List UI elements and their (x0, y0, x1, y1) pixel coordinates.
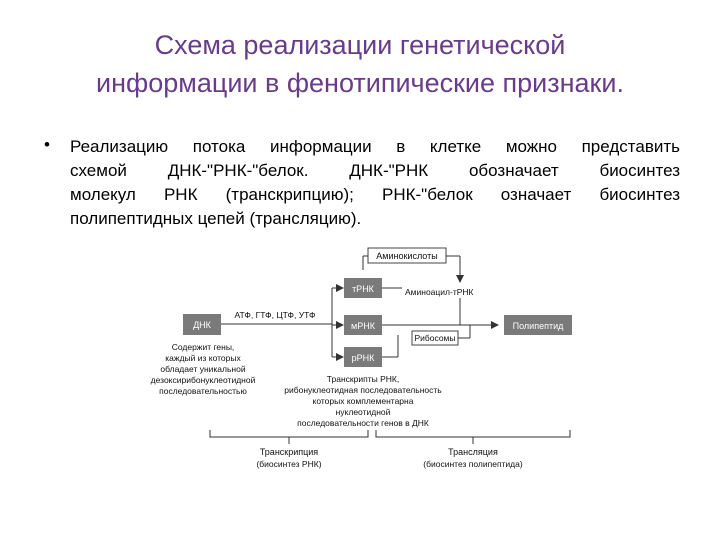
bullet-line-3: молекул РНК (транскрипцию); РНК-"белок о… (70, 185, 680, 204)
aminoacyl-label: Аминоацил-тРНК (405, 287, 474, 297)
dna-label: ДНК (193, 320, 212, 330)
transcripts-note-line-5: последовательности генов в ДНК (297, 418, 429, 428)
transcripts-note-line-4: нуклеотидной (336, 407, 391, 417)
transcripts-note-line-3: которых комплементарна (313, 396, 414, 406)
bullet-line-4: полипептидных цепей (трансляцию). (70, 209, 362, 228)
bullet-line-2: схемой ДНК-"РНК-"белок. ДНК-"РНК обознач… (70, 161, 680, 180)
rrna-label: рРНК (352, 353, 376, 363)
transcripts-note-line-1: Транскрипты РНК, (327, 374, 399, 384)
translation-label: Трансляция (448, 447, 498, 457)
transcripts-note: Транскрипты РНК, рибонуклеотидная послед… (284, 374, 442, 428)
dna-note-line-2: каждый из которых (165, 353, 241, 363)
bullet-icon: • (44, 135, 50, 154)
polypeptide-label: Полипептид (513, 321, 564, 331)
slide-title: Схема реализации генетической информации… (20, 26, 700, 102)
dna-note-line-5: последовательностью (159, 386, 247, 396)
mrna-box (344, 315, 382, 335)
translation-sub: (биосинтез полипептида) (423, 459, 523, 469)
translation-bracket (375, 430, 571, 438)
dna-note-line-4: дезоксирибонуклеотидной (151, 375, 256, 385)
dna-note-line-1: Содержит гены, (172, 342, 235, 352)
transcription-bracket (209, 430, 369, 438)
bullet-line-1: Реализацию потока информации в клетке мо… (70, 137, 680, 156)
aminoacids-label: Аминокислоты (376, 251, 437, 261)
ribosomes-label: Рибосомы (414, 333, 455, 343)
dna-note-line-3: обладает уникальной (160, 364, 245, 374)
transcripts-note-line-2: рибонуклеотидная последовательность (284, 385, 442, 395)
trna-box (344, 278, 382, 298)
transcription-sub: (биосинтез РНК) (256, 459, 321, 469)
mrna-label: мРНК (351, 321, 376, 331)
title-line-2: информации в фенотипические признаки. (96, 68, 624, 98)
transcription-label: Транскрипция (260, 447, 318, 457)
polypeptide-box (504, 315, 572, 335)
ntp-label: АТФ, ГТФ, ЦТФ, УТФ (235, 310, 316, 320)
bullet-text: Реализацию потока информации в клетке мо… (70, 135, 680, 231)
trna-label: тРНК (352, 284, 375, 294)
rrna-box (344, 347, 382, 367)
title-line-1: Схема реализации генетической (154, 30, 566, 60)
dna-box (183, 314, 221, 335)
dna-note: Содержит гены, каждый из которых обладае… (151, 342, 256, 396)
